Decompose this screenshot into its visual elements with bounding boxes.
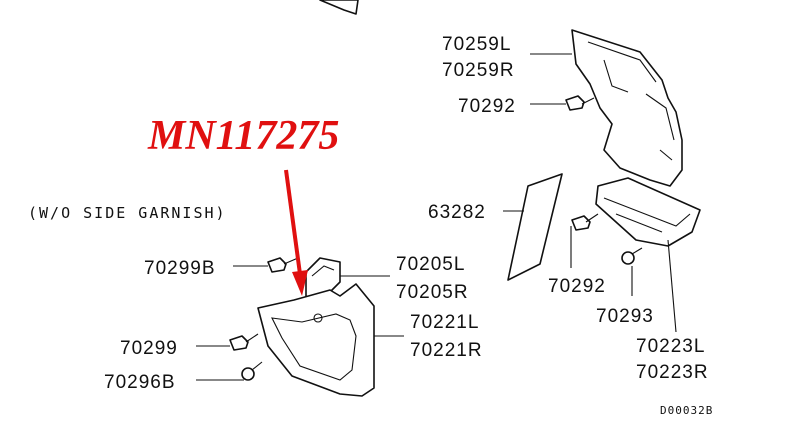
screw-70293-icon: [621, 247, 643, 265]
bolt-70299-icon: [229, 333, 259, 351]
label-70296B: 70296B: [104, 372, 176, 393]
leader-lines: [196, 53, 677, 381]
label-70221R: 70221R: [410, 340, 483, 361]
label-70223R: 70223R: [636, 362, 709, 383]
label-70223L: 70223L: [636, 336, 705, 357]
protector-part: [507, 173, 563, 281]
diagram-code: D00032B: [660, 404, 713, 417]
mud-guard-lower-part: [257, 283, 375, 397]
label-70299: 70299: [120, 338, 178, 359]
top-fragment-part: [319, 0, 359, 15]
label-70259L: 70259L: [442, 34, 511, 55]
upper-liner-part: [571, 29, 683, 187]
label-70292-mid: 70292: [548, 276, 606, 297]
side-garnish-note: (W/O SIDE GARNISH): [28, 204, 227, 222]
label-63282: 63282: [428, 202, 486, 223]
bolt-70292-mid-icon: [571, 213, 599, 231]
label-70293: 70293: [596, 306, 654, 327]
screw-70296B-icon: [241, 361, 263, 381]
label-70299B: 70299B: [144, 258, 216, 279]
label-70292-top: 70292: [458, 96, 516, 117]
highlight-part-number: MN117275: [147, 113, 339, 159]
bolt-70299B-icon: [267, 257, 299, 273]
bolt-70292-top-icon: [565, 95, 595, 111]
label-70259R: 70259R: [442, 60, 515, 81]
label-70205L: 70205L: [396, 254, 465, 275]
highlight-arrow: [284, 169, 308, 296]
mud-guard-upper-part: [595, 177, 701, 247]
label-70221L: 70221L: [410, 312, 479, 333]
label-70205R: 70205R: [396, 282, 469, 303]
